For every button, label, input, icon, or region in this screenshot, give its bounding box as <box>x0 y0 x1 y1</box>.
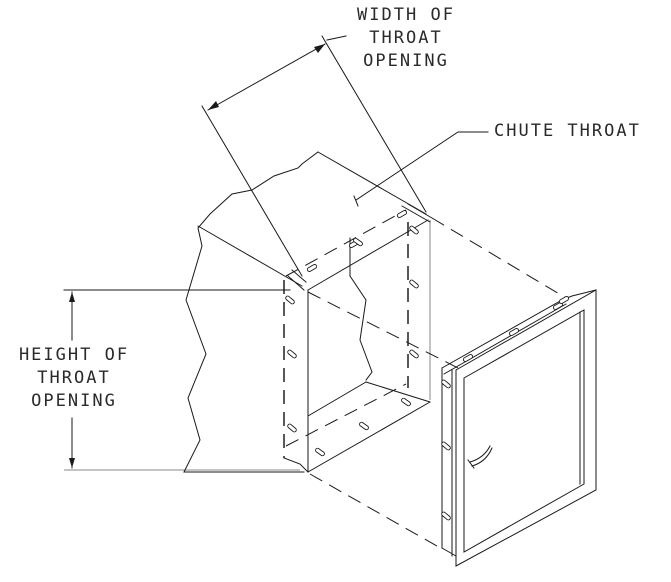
width-label-line1: WIDTH OF <box>357 5 455 25</box>
door-handle-icon <box>469 445 491 463</box>
chute-throat-label: CHUTE THROAT <box>494 120 641 143</box>
width-of-throat-opening-label: WIDTH OF THROAT OPENING <box>346 4 466 73</box>
height-dimension <box>63 289 300 471</box>
hidden-lines <box>283 209 567 551</box>
height-of-throat-opening-label: HEIGHT OF THROAT OPENING <box>4 344 144 413</box>
door-frame <box>441 289 597 567</box>
chute-throat-text: CHUTE THROAT <box>494 121 641 141</box>
chute-throat-leader <box>353 131 489 207</box>
height-label-line2: THROAT <box>37 368 111 388</box>
width-label-line2: THROAT <box>369 28 443 48</box>
height-label-line3: OPENING <box>31 391 117 411</box>
wall-break-outline <box>183 151 427 473</box>
throat-box <box>287 203 433 473</box>
throat-slots <box>285 210 419 457</box>
height-label-line1: HEIGHT OF <box>18 345 130 365</box>
width-dimension <box>201 35 427 277</box>
width-label-line3: OPENING <box>363 51 449 71</box>
